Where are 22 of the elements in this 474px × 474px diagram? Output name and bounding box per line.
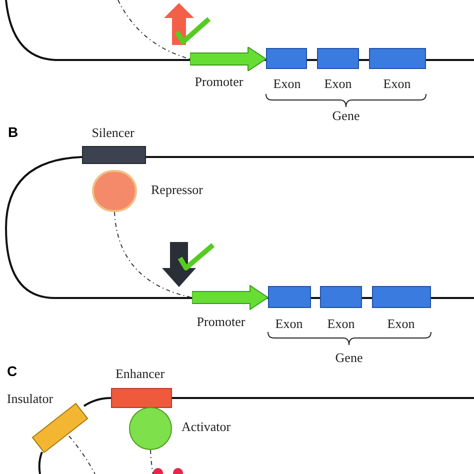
- part-label: Activator: [181, 419, 231, 435]
- panel-letter: B: [8, 124, 18, 140]
- part-label: Exon: [383, 76, 411, 92]
- part-label: Insulator: [6, 391, 54, 407]
- part-label: Silencer: [92, 125, 134, 141]
- dna-strand: [83, 397, 112, 407]
- gene-label: Gene: [332, 108, 360, 124]
- part-label: Promoter: [194, 74, 244, 90]
- part-label: Exon: [324, 76, 352, 92]
- gene-label: Gene: [335, 350, 363, 366]
- part-label: Exon: [327, 316, 355, 332]
- part-label: Promoter: [196, 314, 246, 330]
- part-label: Enhancer: [115, 366, 165, 382]
- dashed-connector: [68, 436, 96, 474]
- part-label: Exon: [387, 316, 415, 332]
- dashed-connector: [114, 212, 192, 298]
- dashed-connector: [150, 450, 154, 474]
- dashed-connector: [118, 0, 190, 60]
- panel-letter: C: [7, 363, 18, 379]
- part-label: Repressor: [151, 182, 203, 198]
- part-label: Exon: [275, 316, 303, 332]
- part-label: Exon: [273, 76, 301, 92]
